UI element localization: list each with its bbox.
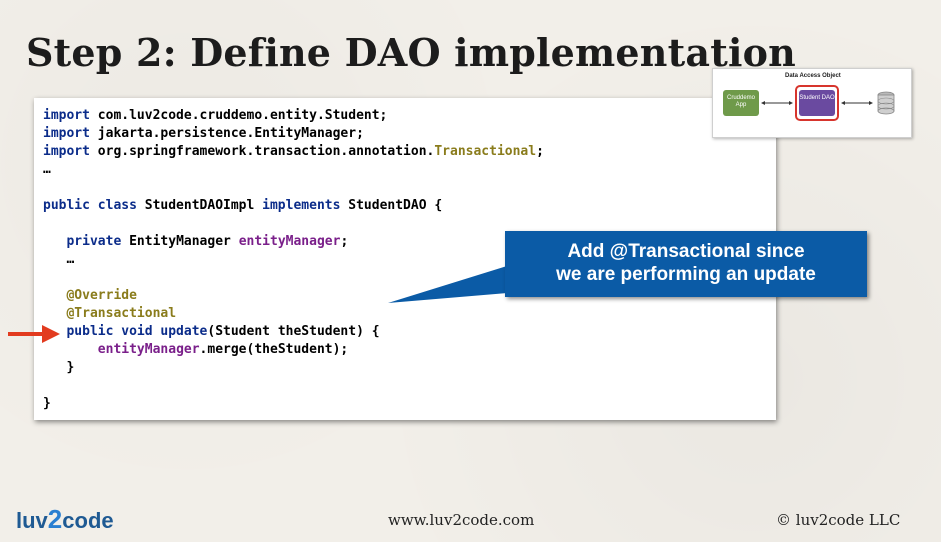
code-line-7 — [43, 215, 544, 233]
code-line-6: public class StudentDAOImpl implements S… — [43, 198, 443, 213]
footer-copyright: © luv2code LLC — [776, 511, 901, 529]
code-line-16 — [43, 377, 544, 395]
code-line-13: public void update(Student theStudent) { — [66, 324, 380, 339]
code-line-3: import org.springframework.transaction.a… — [43, 144, 544, 159]
database-icon — [877, 91, 895, 115]
architecture-diagram: Data Access Object Cruddemo App Student … — [712, 68, 912, 138]
code-line-1: import com.luv2code.cruddemo.entity.Stud… — [43, 108, 388, 123]
footer-url: www.luv2code.com — [388, 511, 535, 529]
code-line-9: … — [66, 252, 75, 267]
slide-title: Step 2: Define DAO implementation — [26, 30, 796, 75]
brand-logo: luv2code — [16, 504, 114, 534]
diagram-dao-box: Student DAO — [799, 90, 835, 116]
diagram-dao-highlight — [795, 85, 839, 121]
code-line-11: @Override — [66, 288, 137, 303]
callout-line-2: we are performing an update — [556, 264, 816, 285]
code-line-12: @Transactional — [66, 306, 177, 321]
callout-line-1: Add @Transactional since — [567, 241, 805, 262]
code-line-2: import jakarta.persistence.EntityManager… — [43, 126, 364, 141]
code-line-10 — [43, 269, 544, 287]
code-line-15: } — [66, 360, 75, 375]
code-line-14: entityManager.merge(theStudent); — [97, 342, 349, 357]
code-line-17: } — [43, 396, 51, 411]
callout-box: Add @Transactional since we are performi… — [505, 231, 867, 297]
code-line-8: private EntityManager entityManager; — [66, 234, 349, 249]
code-line-4: … — [43, 162, 51, 177]
red-pointer-arrow-icon — [8, 325, 60, 343]
code-block: import com.luv2code.cruddemo.entity.Stud… — [43, 107, 544, 413]
diagram-label: Data Access Object — [785, 73, 841, 79]
code-line-5 — [43, 179, 544, 197]
diagram-arrows — [761, 91, 895, 115]
diagram-app-box: Cruddemo App — [723, 90, 759, 116]
